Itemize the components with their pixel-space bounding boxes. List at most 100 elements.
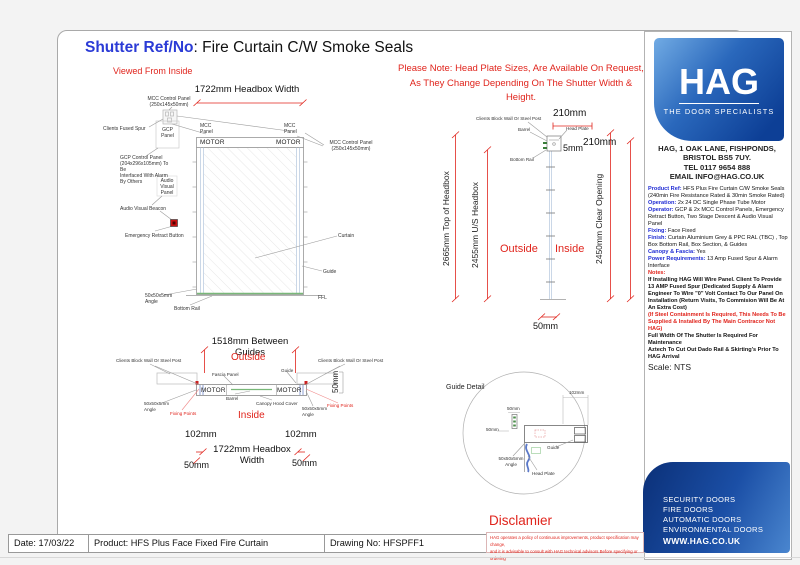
- mcc-control-panel-left-label: MCC Control Panel (250x145x50mm): [147, 96, 191, 108]
- scale-label: Scale: NTS: [648, 362, 691, 372]
- gcp-control-panel-label: GCP Control Panel (204x296x105mm) To Be …: [120, 155, 169, 185]
- promo-security-doors: SECURITY DOORS: [663, 495, 736, 504]
- spec-value: Face Fixed: [666, 228, 696, 234]
- plan-clients-wall-left-label: Clients Block Wall Or Steel Post: [116, 358, 182, 363]
- spec-label: Product Ref:: [648, 186, 682, 192]
- outside-label-plan: Outside: [231, 352, 266, 363]
- hag-logo-text: HAG: [679, 60, 759, 102]
- mcc-control-panel-right-label: MCC Control Panel (250x145x50mm): [329, 140, 373, 152]
- curtain-label: Curtain: [338, 233, 355, 239]
- logo-divider: [679, 102, 759, 104]
- company-address: HAG, 1 OAK LANE, FISHPONDS, BRISTOL BS5 …: [658, 144, 776, 182]
- page-title: Shutter Ref/No: Fire Curtain C/W Smoke S…: [85, 39, 413, 57]
- gd-guide-label: Guide: [547, 445, 560, 450]
- plan-dim-50-side: 50mm: [331, 370, 340, 394]
- angle-label-plan-left: 50x50x5mm Angle: [144, 401, 170, 412]
- ffl-label: FFL: [318, 295, 327, 301]
- fixing-points-right-label: Fixing Points: [327, 403, 354, 408]
- gd-dim-50-top: 50mm: [507, 406, 520, 411]
- promo-panel: [643, 462, 790, 553]
- emergency-retract-button-label: Emergency Retract Button: [125, 233, 184, 239]
- elevation-headbox-width-dim: 1722mm Headbox Width: [194, 84, 300, 95]
- plan-view-dimensions: [192, 346, 311, 465]
- barrel-label-plan: Barrel: [226, 396, 239, 401]
- plan-dim-102-left: 102mm: [185, 429, 217, 440]
- spec-finish: Finish: Curtain Aluminium Grey & PPC RAL…: [648, 235, 788, 249]
- gd-dim-102: 102mm: [569, 390, 585, 395]
- plan-dim-102-right: 102mm: [285, 429, 317, 440]
- dim-us-headbox: 2455mm U/S Headbox: [470, 182, 480, 268]
- motor-right-label: MOTOR: [276, 139, 301, 146]
- emergency-retract-button-icon: [170, 219, 178, 227]
- footer-drawing-no-cell: Drawing No: HFSPFF1: [324, 534, 488, 553]
- shutter-title-text: : Fire Curtain C/W Smoke Seals: [193, 39, 414, 56]
- gcp-panel-label: GCP Panel: [161, 127, 174, 139]
- gd-head-plate-label: Head Plate: [532, 471, 555, 476]
- note-aztech: Aztech To Cut Out Dado Rail & Skirting's…: [648, 347, 779, 360]
- spec-fixing: Fixing: Face Fixed: [648, 228, 788, 235]
- promo-environmental-doors: ENVIRONMENTAL DOORS: [663, 525, 764, 534]
- audio-visual-beacon-label: Audio Visual Beacon: [120, 206, 167, 212]
- motor-left-label: MOTOR: [200, 139, 225, 146]
- between-guides-dim: 1518mm Between Guides: [211, 336, 289, 359]
- motor-plan-left-label: MOTOR: [201, 387, 226, 394]
- fixing-points-left-label: Fixing Points: [170, 411, 197, 416]
- spec-value: Yes: [694, 249, 706, 255]
- spec-label: Fixing:: [648, 228, 667, 234]
- fascia-panel-label: Fascia Panel: [212, 372, 239, 377]
- spec-label: Power Requirements:: [648, 256, 706, 262]
- spec-product-ref: Product Ref: HFS Plus Fire Curtain C/W S…: [648, 186, 788, 200]
- note-wiring: If Installing HAG Will Wire Panel. Clien…: [648, 277, 785, 311]
- motor-plan-right-label: MOTOR: [277, 387, 302, 394]
- side-clients-block-wall-label: Clients Block Wall Or Steel Post: [476, 116, 542, 121]
- guide-label-plan: Guide: [281, 368, 294, 373]
- dim-top-of-headbox: 2665mm Top of Headbox: [441, 171, 451, 267]
- note-full-width: Full Width Of The Shutter Is Required Fo…: [648, 333, 758, 346]
- plan-view-drawing: [149, 346, 346, 465]
- control-panel-icon: [162, 109, 178, 125]
- spec-value: Curtain Aluminium Grey & PPC RAL (TBC) ,…: [648, 235, 788, 248]
- spec-operator: Operator: GCP & 2x MCC Control Panels, E…: [648, 207, 788, 228]
- spec-value: GCP & 2x MCC Control Panels, Emergency R…: [648, 207, 784, 227]
- promo-website: WWW.HAG.CO.UK: [663, 536, 741, 546]
- spec-value: 13 Amp Fused Spur & Alarm Interface: [648, 256, 778, 269]
- side-dim-5mm: 5mm: [563, 143, 583, 153]
- hag-logo-tagline: THE DOOR SPECIALISTS: [663, 106, 775, 116]
- gd-angle-label: 50x50x5mm Angle: [498, 456, 524, 467]
- mcc-panel-left-label: MCC Panel: [200, 123, 213, 135]
- inside-label-plan: Inside: [238, 410, 265, 421]
- head-plate-label-side: Head Plate: [566, 126, 589, 131]
- guide-label-elevation: Guide: [323, 269, 337, 275]
- guide-detail-title: Guide Detail: [446, 384, 485, 391]
- page-bottom-rule: [0, 557, 800, 558]
- hag-logo: HAG THE DOOR SPECIALISTS: [654, 38, 784, 141]
- headbox-width-dimension: [193, 99, 307, 107]
- plan-dim-50-right: 50mm: [292, 458, 318, 468]
- elevation-drawing: [145, 99, 338, 306]
- spec-operation: Operation: 2x 24 DC Single Phase Tube Mo…: [648, 200, 788, 207]
- head-plate-note: Please Note: Head Plate Sizes, Are Avail…: [398, 63, 644, 103]
- mcc-panel-right-label: MCC Panel: [284, 123, 297, 135]
- footer-product-cell: Product: HFS Plus Face Fixed Fire Curtai…: [88, 534, 325, 553]
- viewed-from-inside-label: Viewed From Inside: [113, 66, 193, 76]
- inside-label-side: Inside: [555, 243, 585, 255]
- disclaimer-text: HAG operates a policy of continuous impr…: [486, 532, 644, 561]
- bottom-rail-label-side: Bottom Rail: [510, 157, 534, 162]
- side-view-dimensions: [451, 122, 635, 321]
- dim-clear-opening: 2450mm Clear Opening: [594, 173, 604, 265]
- shutter-ref-label: Shutter Ref/No: [85, 39, 194, 56]
- disclaimer-title: Disclamier: [489, 513, 553, 528]
- side-dim-210-top: 210mm: [553, 108, 587, 119]
- outside-label-side: Outside: [500, 243, 538, 255]
- side-view-drawing: [451, 121, 635, 321]
- spec-power: Power Requirements: 13 Amp Fused Spur & …: [648, 256, 788, 270]
- spec-canopy-fascia: Canopy & Fascia: Yes: [648, 249, 788, 256]
- notes-heading: Notes:: [648, 270, 666, 276]
- leader-lines-elevation: [145, 106, 338, 306]
- plan-clients-wall-right-label: Clients Block Wall Or Steel Post: [318, 358, 384, 363]
- audio-visual-panel-label: Audio Visual Panel: [160, 178, 174, 196]
- note-steel-containment: (If Steel Containment Is Required, This …: [648, 312, 786, 332]
- spec-label: Finish:: [648, 235, 667, 241]
